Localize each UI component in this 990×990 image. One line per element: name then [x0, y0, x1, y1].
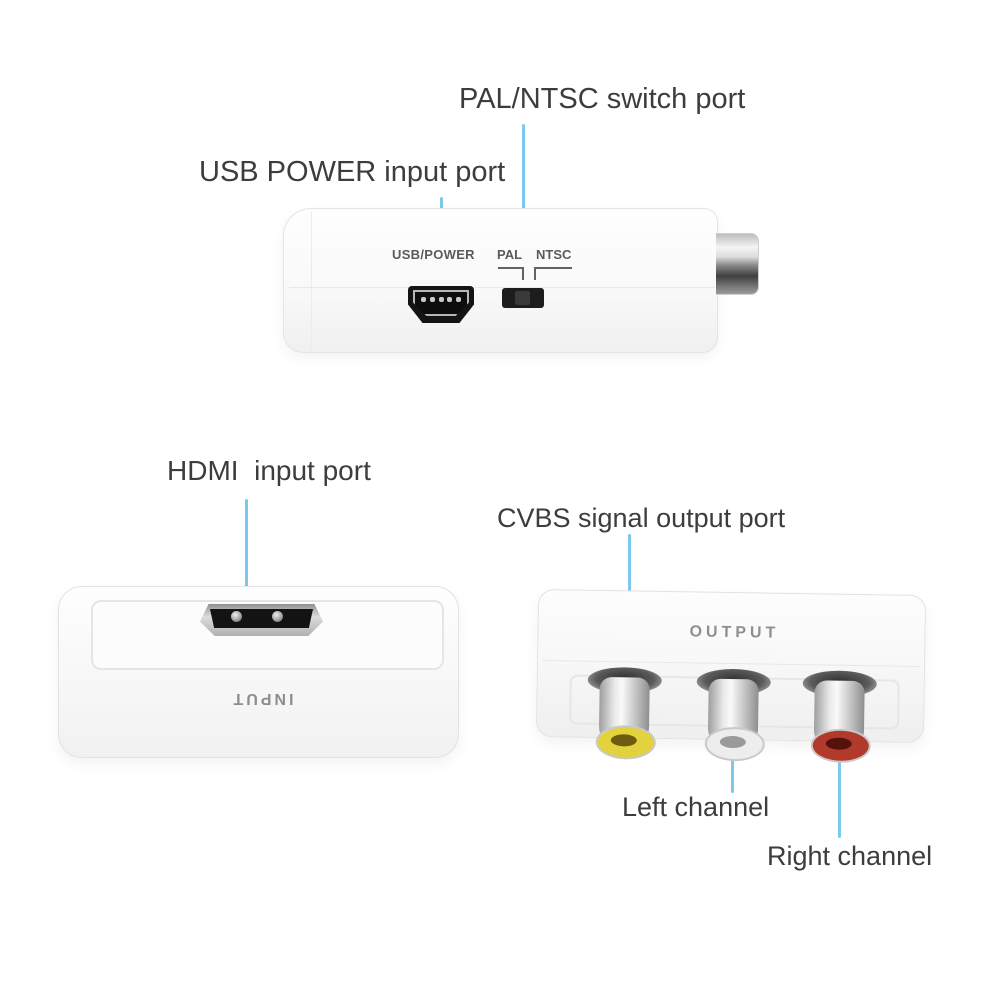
ntsc-print: NTSC [536, 247, 572, 262]
right-channel-label: Right channel [767, 841, 933, 871]
usb-power-port-print: USB/POWER [392, 247, 475, 262]
leader-line-right-channel [838, 755, 841, 838]
case-seam-horizontal [542, 660, 921, 667]
case-seam-horizontal [289, 287, 715, 288]
mini-usb-port [408, 286, 474, 323]
hdmi-contact-left [231, 611, 242, 622]
rca-hole [825, 737, 852, 750]
pal-ntsc-print: PAL NTSC [497, 247, 571, 262]
rca-jack-white-audio-left [695, 668, 771, 765]
hdmi-input-label: HDMI input port [167, 455, 371, 486]
mini-usb-pins [421, 297, 461, 302]
leader-line-cvbs [628, 534, 631, 640]
hdmi-port [200, 604, 323, 636]
cvbs-output-label: CVBS signal output port [497, 503, 786, 533]
hdmi-contact-right [272, 611, 283, 622]
leader-line-hdmi [245, 499, 248, 606]
mini-usb-rim [413, 290, 469, 316]
rca-jack-yellow-video [586, 666, 662, 764]
pal-print: PAL [497, 247, 523, 262]
output-print: OUTPUT [689, 623, 780, 642]
converter-hdmi-side-view: INPUT [58, 586, 459, 758]
rca-jack-red-audio-right [801, 670, 877, 767]
usb-power-input-label: USB POWER input port [199, 156, 506, 188]
case-seam-vertical [311, 212, 312, 349]
pal-bracket-mark [498, 267, 524, 280]
pal-ntsc-slide-switch [502, 288, 544, 308]
leader-line-left-channel [731, 755, 734, 793]
rca-connector-side [716, 233, 759, 295]
converter-output-side-view: OUTPUT [535, 588, 927, 764]
input-print: INPUT [230, 690, 294, 707]
ntsc-bracket-mark [534, 267, 572, 280]
left-channel-label: Left channel [622, 792, 770, 822]
switch-knob [515, 291, 530, 305]
rca-hole [610, 734, 637, 747]
converter-power-side-view: USB/POWER PAL NTSC [283, 208, 759, 353]
rca-hole [719, 735, 746, 749]
hdmi-slot [210, 609, 313, 628]
pal-ntsc-switch-label: PAL/NTSC switch port [459, 83, 746, 115]
